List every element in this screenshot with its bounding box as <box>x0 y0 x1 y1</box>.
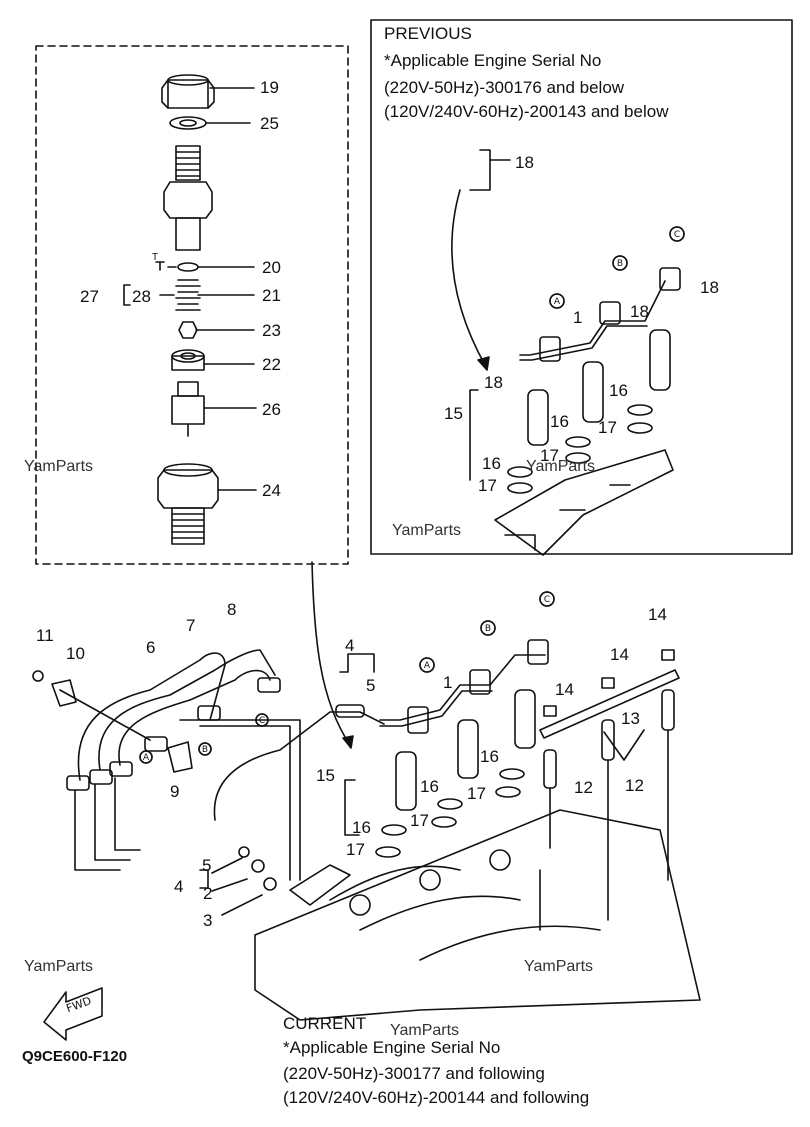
label-14: 14 <box>555 680 574 699</box>
injector-detail <box>123 74 257 545</box>
label-15: 15 <box>444 404 463 423</box>
label-11: 11 <box>36 626 54 645</box>
label-18: 18 <box>484 373 503 392</box>
label-16: 16 <box>352 818 371 837</box>
current-line-1: *Applicable Engine Serial No <box>283 1038 501 1057</box>
label-t: T <box>152 252 159 263</box>
label-17: 17 <box>346 840 365 859</box>
label-21: 21 <box>262 286 281 305</box>
fwd-arrow-icon <box>43 987 103 1041</box>
current-heading: CURRENT <box>283 1014 367 1033</box>
label-4: 4 <box>345 636 355 655</box>
watermark: YamParts <box>392 522 462 539</box>
marker-c-pipe: C <box>259 716 265 726</box>
label-24: 24 <box>262 481 281 500</box>
watermark: YamParts <box>24 458 94 475</box>
label-28: 28 <box>132 287 151 306</box>
label-23: 23 <box>262 321 281 340</box>
previous-line-2: (220V-50Hz)-300176 and below <box>384 78 625 97</box>
label-1: 1 <box>573 308 583 327</box>
previous-box <box>370 19 793 555</box>
label-27: 27 <box>80 287 99 306</box>
watermark: YamParts <box>526 458 596 475</box>
label-16: 16 <box>482 454 501 473</box>
previous-line-3: (120V/240V-60Hz)-200143 and below <box>384 102 669 121</box>
label-7: 7 <box>186 616 196 635</box>
fwd-label: FWD <box>65 994 94 1015</box>
label-14: 14 <box>648 605 667 624</box>
label-2: 2 <box>203 884 213 903</box>
label-16: 16 <box>420 777 439 796</box>
label-5: 5 <box>366 676 376 695</box>
label-16: 16 <box>480 747 499 766</box>
label-5: 5 <box>202 856 212 875</box>
label-25: 25 <box>260 114 279 133</box>
previous-heading: PREVIOUS <box>384 24 472 43</box>
marker-b-pipe: B <box>202 745 208 755</box>
watermark: YamParts <box>24 958 94 975</box>
label-4: 4 <box>174 877 184 896</box>
label-15: 15 <box>316 766 335 785</box>
marker-a-prev: A <box>554 297 561 307</box>
label-9: 9 <box>170 782 180 801</box>
previous-line-1: *Applicable Engine Serial No <box>384 51 602 70</box>
label-1: 1 <box>443 673 453 692</box>
current-line-2: (220V-50Hz)-300177 and following <box>283 1064 545 1083</box>
label-10: 10 <box>66 644 85 663</box>
label-26: 26 <box>262 400 281 419</box>
label-3: 3 <box>203 911 213 930</box>
diagram-code: Q9CE600-F120 <box>22 1048 128 1065</box>
marker-a-pipe: A <box>143 753 150 763</box>
current-assembly <box>32 591 701 1021</box>
label-22: 22 <box>262 355 281 374</box>
label-13: 13 <box>621 709 640 728</box>
label-17: 17 <box>598 418 617 437</box>
label-16: 16 <box>609 381 628 400</box>
marker-b-prev: B <box>617 259 623 269</box>
detail-leader <box>311 561 351 746</box>
marker-c-prev: C <box>674 230 680 240</box>
label-19: 19 <box>260 78 279 97</box>
marker-c-cur: C <box>544 595 550 605</box>
label-17: 17 <box>540 446 559 465</box>
current-line-3: (120V/240V-60Hz)-200144 and following <box>283 1088 590 1107</box>
label-14: 14 <box>610 645 629 664</box>
label-16: 16 <box>550 412 569 431</box>
label-12: 12 <box>574 778 593 797</box>
label-18: 18 <box>700 278 719 297</box>
label-18: 18 <box>515 153 534 172</box>
marker-b-cur: B <box>485 624 491 634</box>
label-12: 12 <box>625 776 644 795</box>
label-17: 17 <box>478 476 497 495</box>
watermark: YamParts <box>524 958 594 975</box>
label-17: 17 <box>410 811 429 830</box>
label-20: 20 <box>262 258 281 277</box>
previous-assembly <box>451 149 685 556</box>
label-6: 6 <box>146 638 156 657</box>
watermark: YamParts <box>390 1022 460 1039</box>
label-17: 17 <box>467 784 486 803</box>
marker-a-cur: A <box>424 661 431 671</box>
label-18: 18 <box>630 302 649 321</box>
label-8: 8 <box>227 600 237 619</box>
detail-box <box>35 45 349 565</box>
